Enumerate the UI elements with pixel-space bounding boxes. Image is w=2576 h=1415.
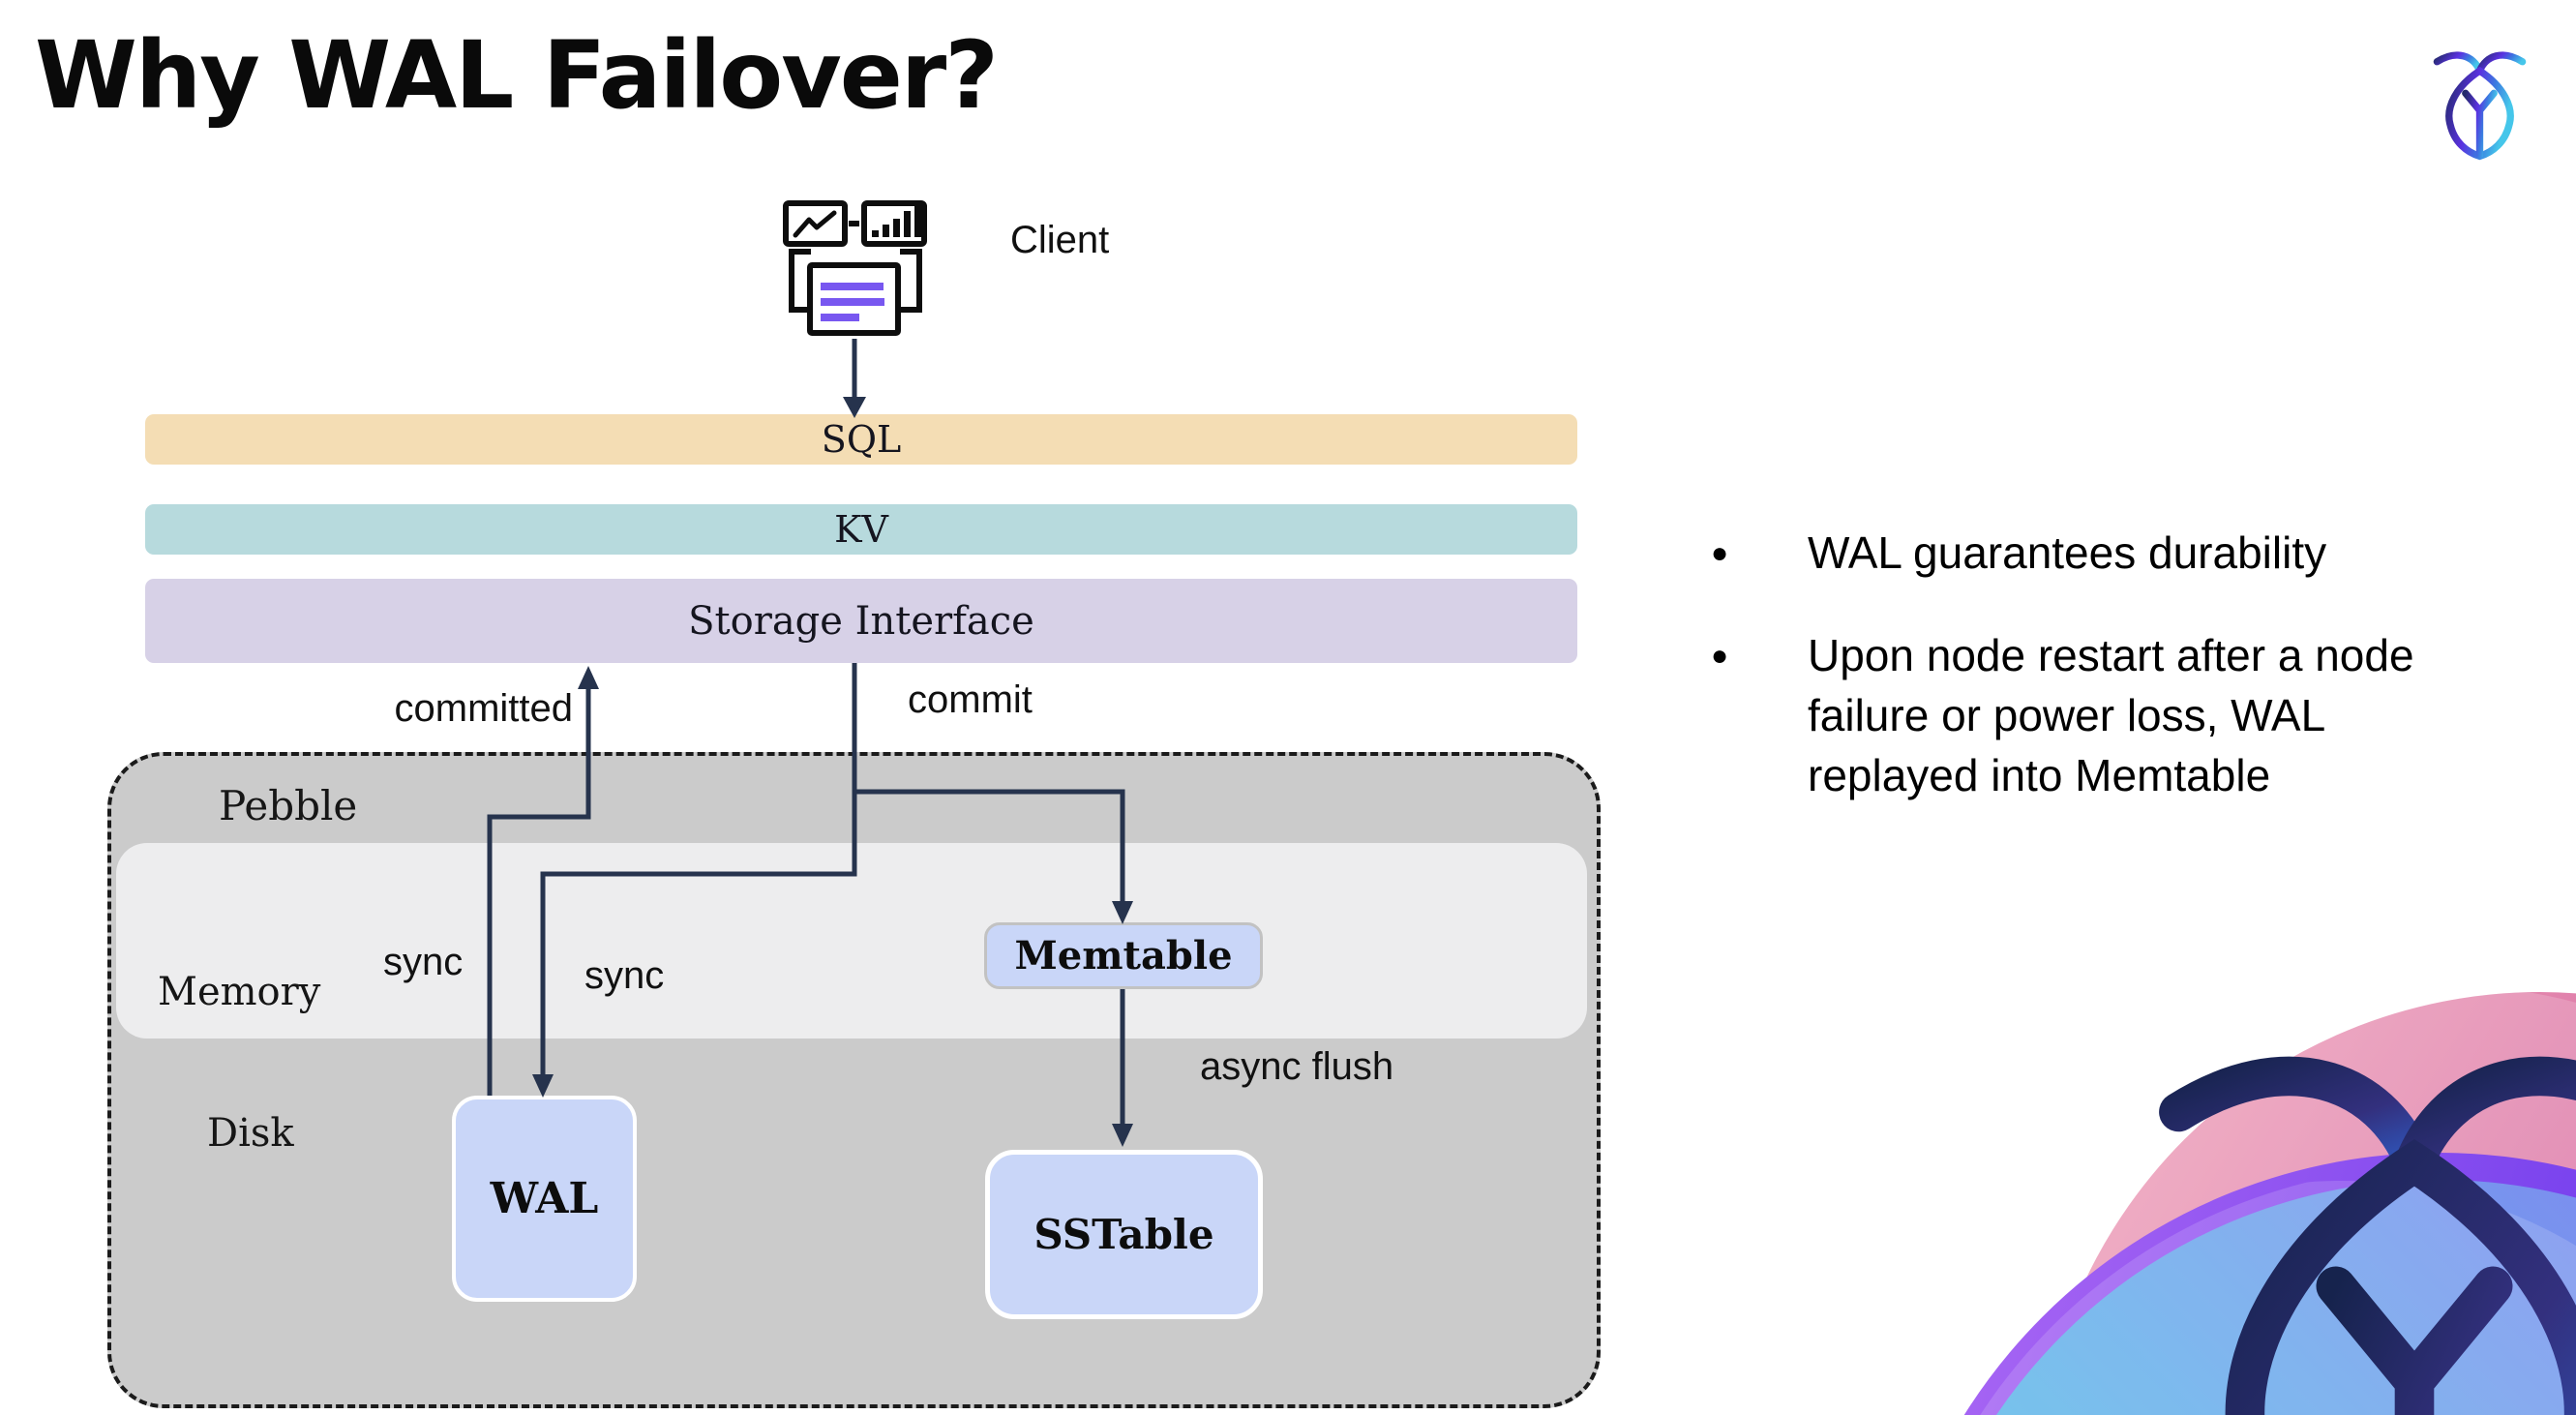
memtable-node-label: Memtable (1014, 933, 1233, 978)
large-antenna-left (2159, 1056, 2435, 1183)
arrowhead-up-committed (578, 666, 599, 689)
commit-edge-label: commit (908, 678, 1033, 721)
sync-left-edge-label: sync (383, 941, 464, 983)
blue-sphere (1963, 1153, 2576, 1415)
async-flush-edge-label: async flush (1200, 1045, 1394, 1088)
bracket-left (789, 249, 811, 313)
layer-storage-interface: Storage Interface (145, 579, 1577, 663)
layer-sql-label: SQL (821, 418, 902, 461)
antenna-left (2433, 51, 2484, 75)
bullet-text: Upon node restart after a node failure o… (1808, 630, 2414, 801)
chart-line-icon (783, 200, 848, 247)
cockroachdb-brand-artwork (1892, 992, 2576, 1415)
pink-sphere-highlight (2037, 992, 2576, 1415)
bullet-text: WAL guarantees durability (1808, 527, 2327, 578)
bar-chart-icon (861, 200, 927, 247)
page-title: Why WAL Failover? (35, 21, 999, 130)
layer-sql: SQL (145, 414, 1577, 465)
client-label: Client (1010, 219, 1110, 261)
layer-storage-label: Storage Interface (688, 598, 1034, 644)
disk-zone-label: Disk (207, 1111, 294, 1156)
memtable-node: Memtable (984, 922, 1263, 989)
antenna-right (2475, 51, 2527, 75)
chart-line-glyph (793, 210, 837, 238)
bar-chart-bars (872, 205, 921, 237)
document-icon (807, 262, 901, 336)
blue-sphere-highlight (1892, 1181, 2576, 1415)
pebble-label: Pebble (219, 782, 358, 829)
large-roach-body (2225, 1138, 2576, 1415)
bullet-item: WAL guarantees durability (1711, 523, 2562, 583)
roach-body (2445, 66, 2514, 161)
roach-vein (2462, 89, 2498, 160)
sstable-node-label: SSTable (1033, 1211, 1214, 1258)
large-antenna-right (2394, 1056, 2576, 1183)
memory-zone (116, 843, 1587, 1039)
wal-node: WAL (452, 1096, 637, 1302)
large-roach-vein (2316, 1266, 2513, 1415)
committed-edge-label: committed (394, 687, 574, 730)
client-workload-icon (783, 200, 927, 336)
sync-right-edge-label: sync (584, 954, 665, 997)
bullet-dot-icon (1711, 625, 1808, 805)
sstable-node: SSTable (985, 1150, 1263, 1319)
document-text-lines (821, 283, 884, 321)
pink-sphere (2043, 992, 2576, 1415)
bracket-right (900, 249, 922, 313)
notes-list: WAL guarantees durability Upon node rest… (1711, 523, 2562, 848)
layer-kv-label: KV (834, 508, 888, 551)
bullet-item: Upon node restart after a node failure o… (1711, 625, 2562, 805)
memory-zone-label: Memory (158, 970, 321, 1014)
cockroachdb-glyph-icon (2433, 51, 2527, 161)
bullet-dot-icon (1711, 523, 1808, 583)
layer-kv: KV (145, 504, 1577, 555)
large-roach-glyph (2159, 1056, 2576, 1415)
wal-node-label: WAL (490, 1174, 599, 1223)
